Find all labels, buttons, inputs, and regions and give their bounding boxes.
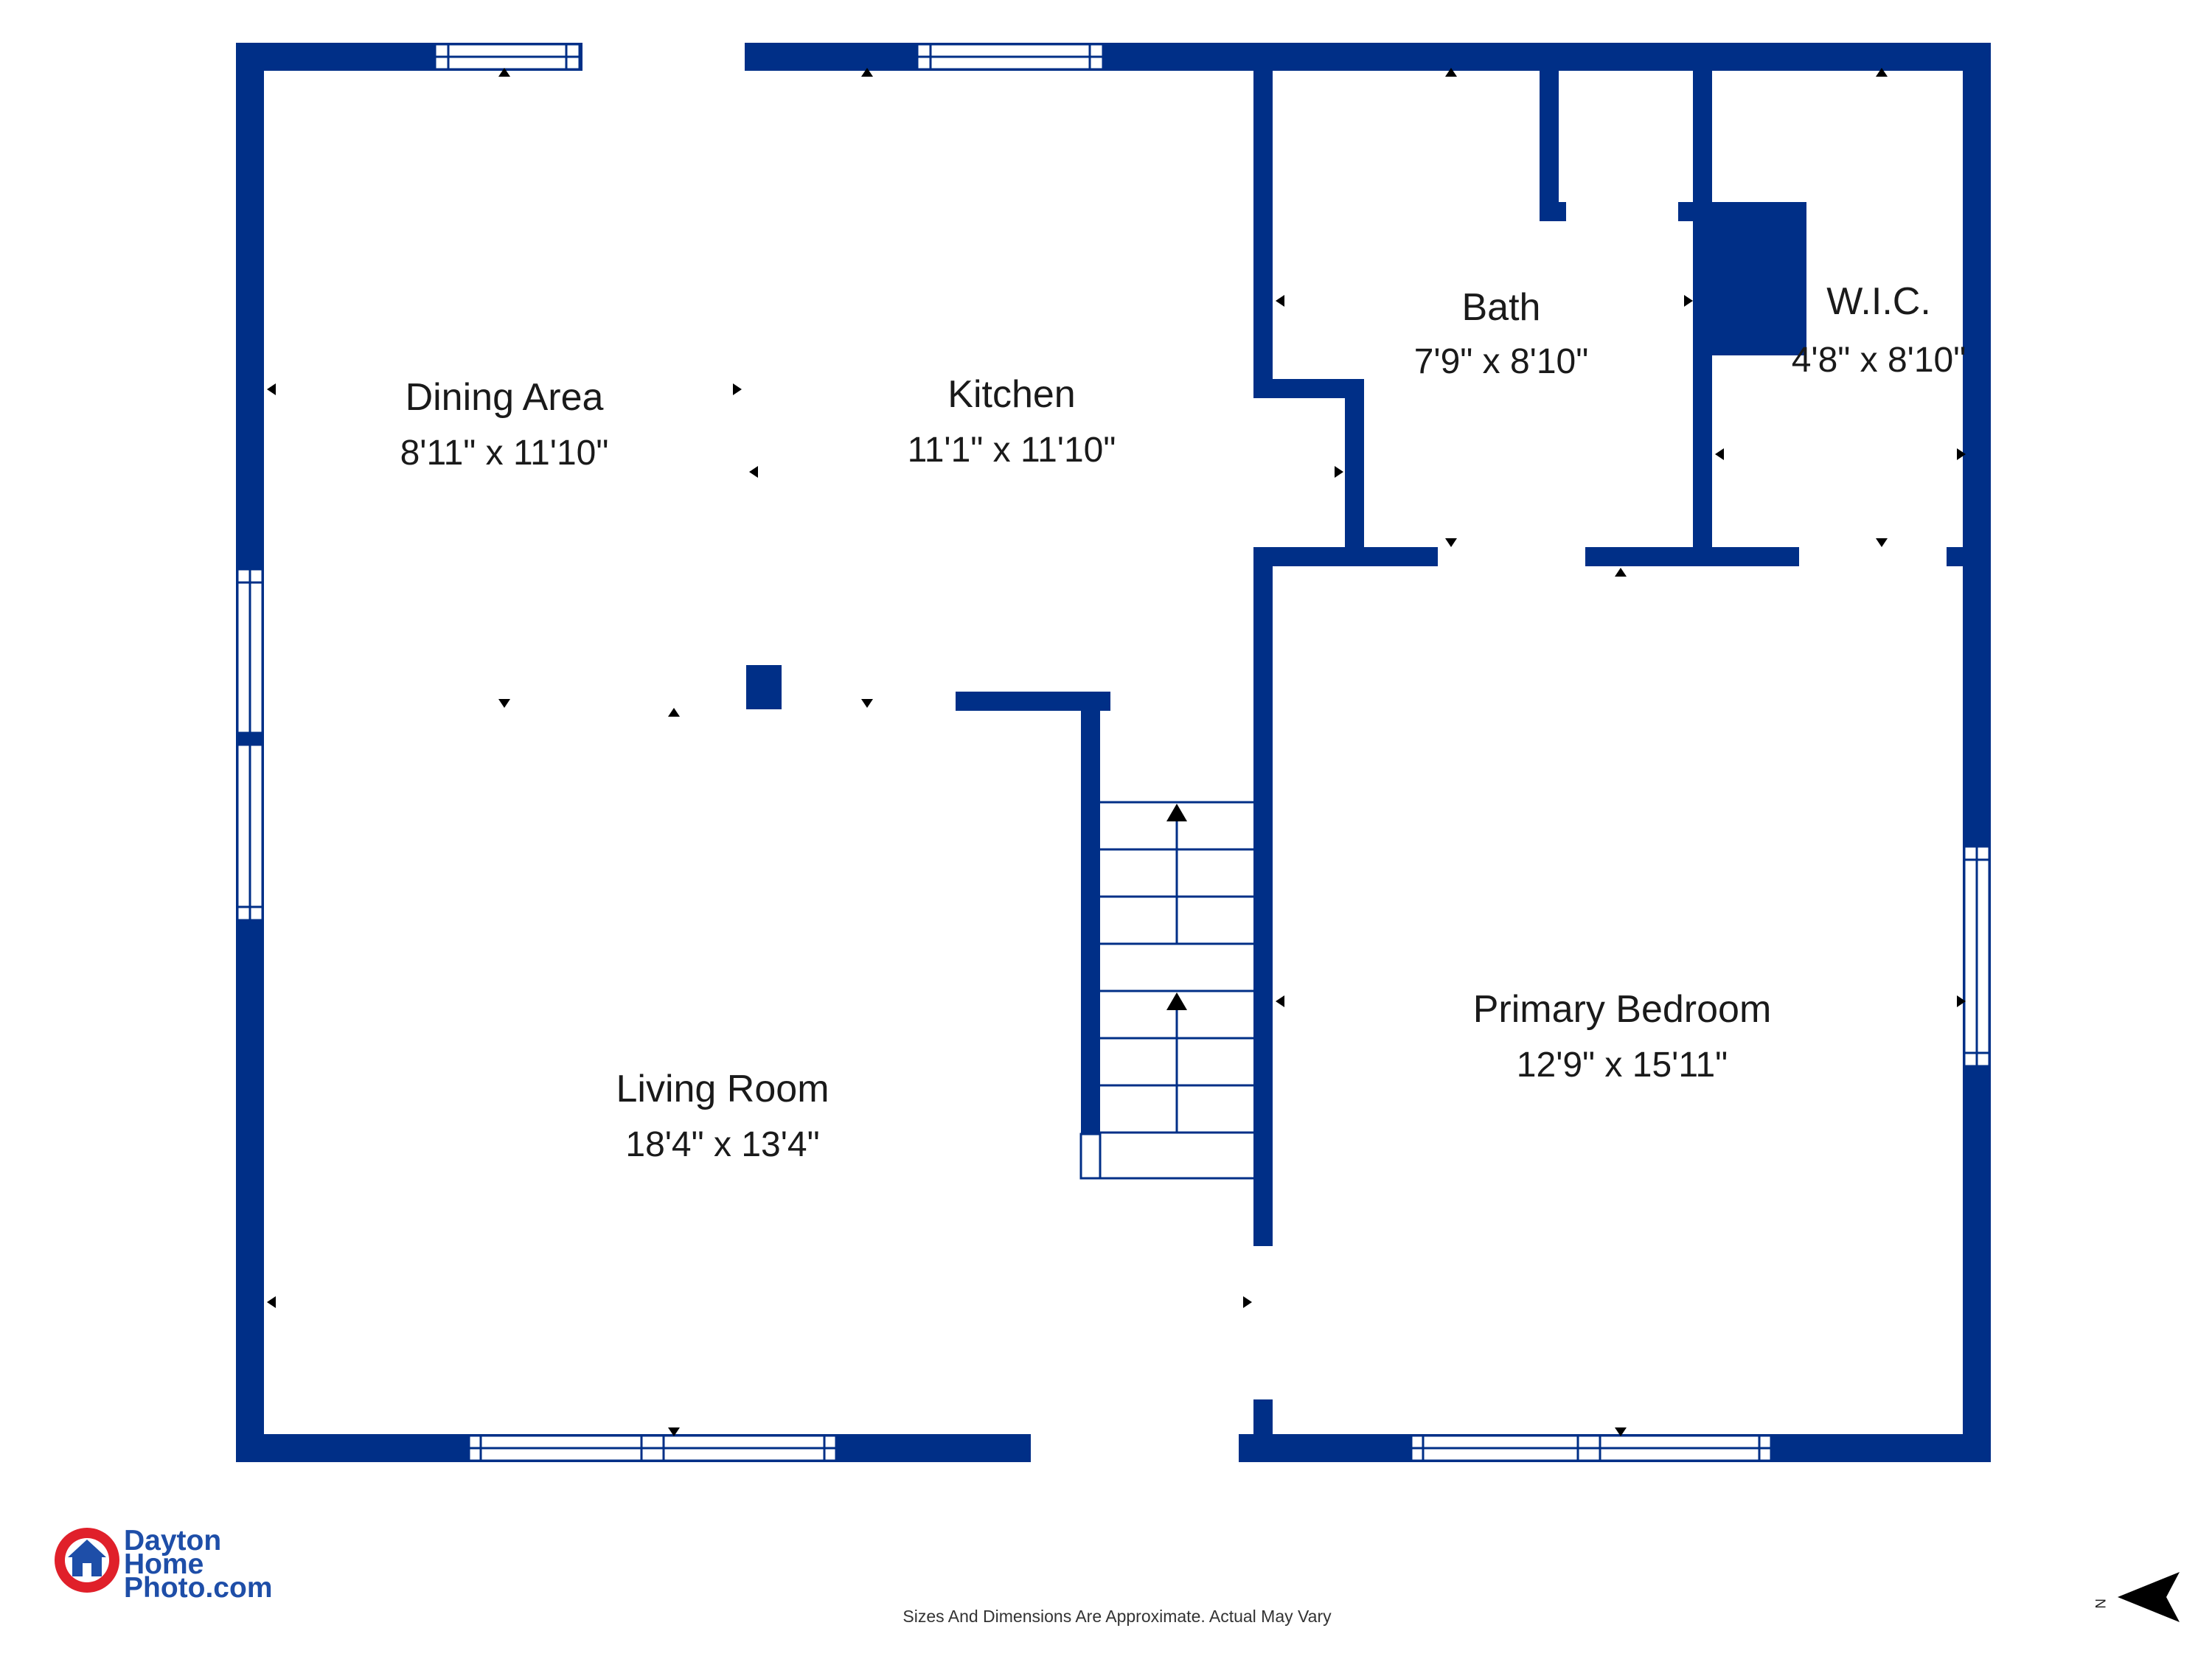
wall-nook-bottom-b bbox=[1678, 202, 1712, 221]
window-right-bedroom bbox=[1963, 845, 1991, 1068]
opening-stair-top bbox=[1110, 692, 1251, 711]
window-top-kitchen bbox=[916, 43, 1105, 71]
compass-letter: N bbox=[2092, 1599, 2107, 1609]
room-name-bedroom: Primary Bedroom bbox=[1473, 988, 1772, 1031]
room-dims-dining: 8'11" x 11'10" bbox=[400, 434, 609, 473]
room-name-living: Living Room bbox=[616, 1068, 829, 1110]
room-name-dining: Dining Area bbox=[406, 376, 604, 419]
logo-line-2: Home bbox=[124, 1548, 204, 1580]
room-dims-bedroom: 12'9" x 15'11" bbox=[1517, 1046, 1728, 1085]
stair-arrow-up-icon bbox=[1166, 992, 1187, 1010]
stairs bbox=[1079, 801, 1253, 1180]
brand-logo: Dayton Home Photo.com bbox=[55, 1525, 273, 1604]
stair-arrows bbox=[1166, 804, 1187, 1010]
wic-block bbox=[1712, 202, 1806, 355]
wall-bath-bottom-a bbox=[1253, 547, 1438, 566]
north-arrow-icon: N bbox=[2092, 1572, 2180, 1622]
opening-top-dining bbox=[582, 43, 745, 71]
wall-bath-wic bbox=[1693, 69, 1712, 566]
window-top-left bbox=[434, 43, 581, 71]
wall-bath-bottom-b bbox=[1585, 547, 1799, 566]
disclaimer-text: Sizes And Dimensions Are Approximate. Ac… bbox=[902, 1607, 1332, 1626]
wall-stair-left bbox=[1081, 692, 1100, 1178]
wall-right bbox=[1963, 43, 1991, 1462]
room-dims-bath: 7'9" x 8'10" bbox=[1414, 342, 1589, 381]
window-bottom-bedroom bbox=[1410, 1434, 1773, 1462]
window-left-b bbox=[236, 743, 264, 922]
windows bbox=[236, 43, 1991, 1462]
room-name-kitchen: Kitchen bbox=[947, 373, 1075, 416]
wall-stair-top-b bbox=[1253, 692, 1273, 711]
room-dims-living: 18'4" x 13'4" bbox=[625, 1125, 819, 1164]
opening-nook bbox=[1566, 202, 1678, 221]
room-dims-wic: 4'8" x 8'10" bbox=[1792, 341, 1966, 380]
dimension-markers bbox=[267, 68, 1966, 1436]
wall-center-upper bbox=[1253, 69, 1273, 394]
window-bottom-living bbox=[467, 1434, 838, 1462]
walls bbox=[236, 43, 1991, 1462]
wall-nook-left bbox=[1540, 69, 1559, 221]
opening-bottom-living bbox=[1031, 1434, 1239, 1462]
room-name-wic: W.I.C. bbox=[1826, 280, 1931, 323]
room-dims-kitchen: 11'1" x 11'10" bbox=[908, 431, 1116, 470]
logo-line-1: Dayton bbox=[124, 1525, 221, 1557]
kitchen-column bbox=[746, 665, 782, 709]
logo-line-3: Photo.com bbox=[124, 1572, 273, 1604]
openings bbox=[582, 43, 1678, 1462]
wall-nook-bottom-a bbox=[1540, 202, 1566, 221]
house-camera-icon bbox=[55, 1528, 119, 1593]
room-labels: Dining Area 8'11" x 11'10" Kitchen 11'1"… bbox=[400, 280, 1966, 1164]
wall-bath-jog-v bbox=[1345, 379, 1364, 565]
wall-wic-bottom bbox=[1947, 547, 1991, 566]
stair-arrow-up-icon bbox=[1166, 804, 1187, 821]
room-name-bath: Bath bbox=[1462, 286, 1541, 329]
window-left-a bbox=[236, 568, 264, 734]
opening-center-lower bbox=[1253, 1246, 1273, 1399]
